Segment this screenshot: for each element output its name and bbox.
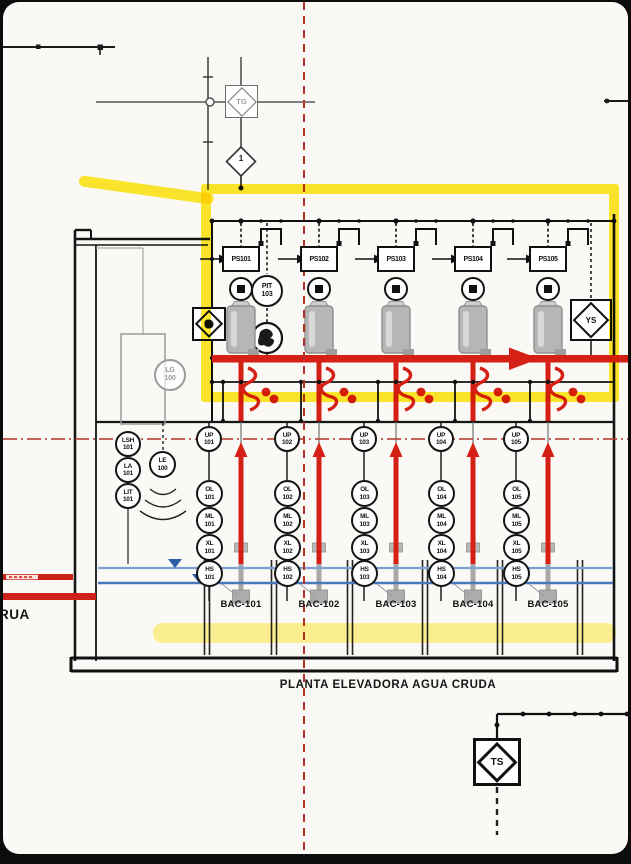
well-level-tag-3: LIT 101	[115, 483, 141, 509]
symbol-glyph	[204, 319, 214, 329]
pump-label-1: BAC-101	[220, 599, 262, 610]
up-circle-5: UP 105	[503, 426, 529, 452]
pump3-tag-2: ML 103	[351, 507, 378, 534]
pump5-tag-1: OL 105	[503, 480, 530, 507]
pump2-tag-3: XL 102	[274, 534, 301, 561]
starter-box-3: PS103	[377, 246, 415, 272]
pump3-tag-1: OL 103	[351, 480, 378, 507]
pump1-tag-1: OL 101	[196, 480, 223, 507]
well-level-tag-2: LA 101	[115, 457, 141, 483]
drawing-title: PLANTA ELEVADORA AGUA CRUDA	[279, 679, 497, 691]
pump2-tag-1: OL 102	[274, 480, 301, 507]
motor-relay-circle-2	[307, 277, 331, 301]
logic-symbol-right-label: YS	[585, 315, 597, 325]
starter-box-1: PS101	[222, 246, 260, 272]
up-circle-3: UP 103	[351, 426, 377, 452]
pump-label-4: BAC-104	[452, 599, 494, 610]
pump5-tag-4: HS 105	[503, 560, 530, 587]
pump3-tag-3: XL 103	[351, 534, 378, 561]
logic-symbol-top-label: TG	[236, 97, 247, 106]
pump-label-5: BAC-105	[527, 599, 569, 610]
logic-symbol-right: YS	[570, 299, 612, 341]
clipped-margin-text: RUA	[3, 607, 30, 622]
logic-symbol-bottom-label: TS	[490, 756, 504, 768]
up-circle-4: UP 104	[428, 426, 454, 452]
diamond-symbol-label: 1	[238, 154, 244, 163]
pump3-tag-4: HS 103	[351, 560, 378, 587]
pump4-tag-4: HS 104	[428, 560, 455, 587]
level-element-circle: LE 100	[149, 451, 176, 478]
up-circle-2: UP 102	[274, 426, 300, 452]
starter-box-2: PS102	[300, 246, 338, 272]
diagram-linework	[3, 2, 628, 854]
pump-label-3: BAC-103	[375, 599, 417, 610]
motor-relay-circle-4	[461, 277, 485, 301]
pump1-tag-3: XL 101	[196, 534, 223, 561]
logic-symbol-top: TG	[225, 85, 258, 118]
motor-relay-circle-3	[384, 277, 408, 301]
pressure-transmitter-circle: PIT 103	[251, 275, 283, 307]
pump-label-2: BAC-102	[298, 599, 340, 610]
tank-gauge-circle: LG 100	[154, 359, 186, 391]
pump2-tag-2: ML 102	[274, 507, 301, 534]
up-circle-1: UP 101	[196, 426, 222, 452]
motor-relay-circle-1	[229, 277, 253, 301]
pump1-tag-4: HS 101	[196, 560, 223, 587]
motor-relay-circle-5	[536, 277, 560, 301]
starter-box-5: PS105	[529, 246, 567, 272]
pump5-tag-2: ML 105	[503, 507, 530, 534]
logic-symbol-left	[192, 307, 226, 341]
logic-symbol-bottom: TS	[473, 738, 521, 786]
pump4-tag-1: OL 104	[428, 480, 455, 507]
pump5-tag-3: XL 105	[503, 534, 530, 561]
pump4-tag-3: XL 104	[428, 534, 455, 561]
starter-box-4: PS104	[454, 246, 492, 272]
pump2-tag-4: HS 102	[274, 560, 301, 587]
drawing-sheet: TG 1 YS TS PS101 PS102 PS103 PS104 PS105…	[3, 2, 628, 854]
pump4-tag-2: ML 104	[428, 507, 455, 534]
well-level-tag-1: LSH 101	[115, 431, 141, 457]
pump1-tag-2: ML 101	[196, 507, 223, 534]
